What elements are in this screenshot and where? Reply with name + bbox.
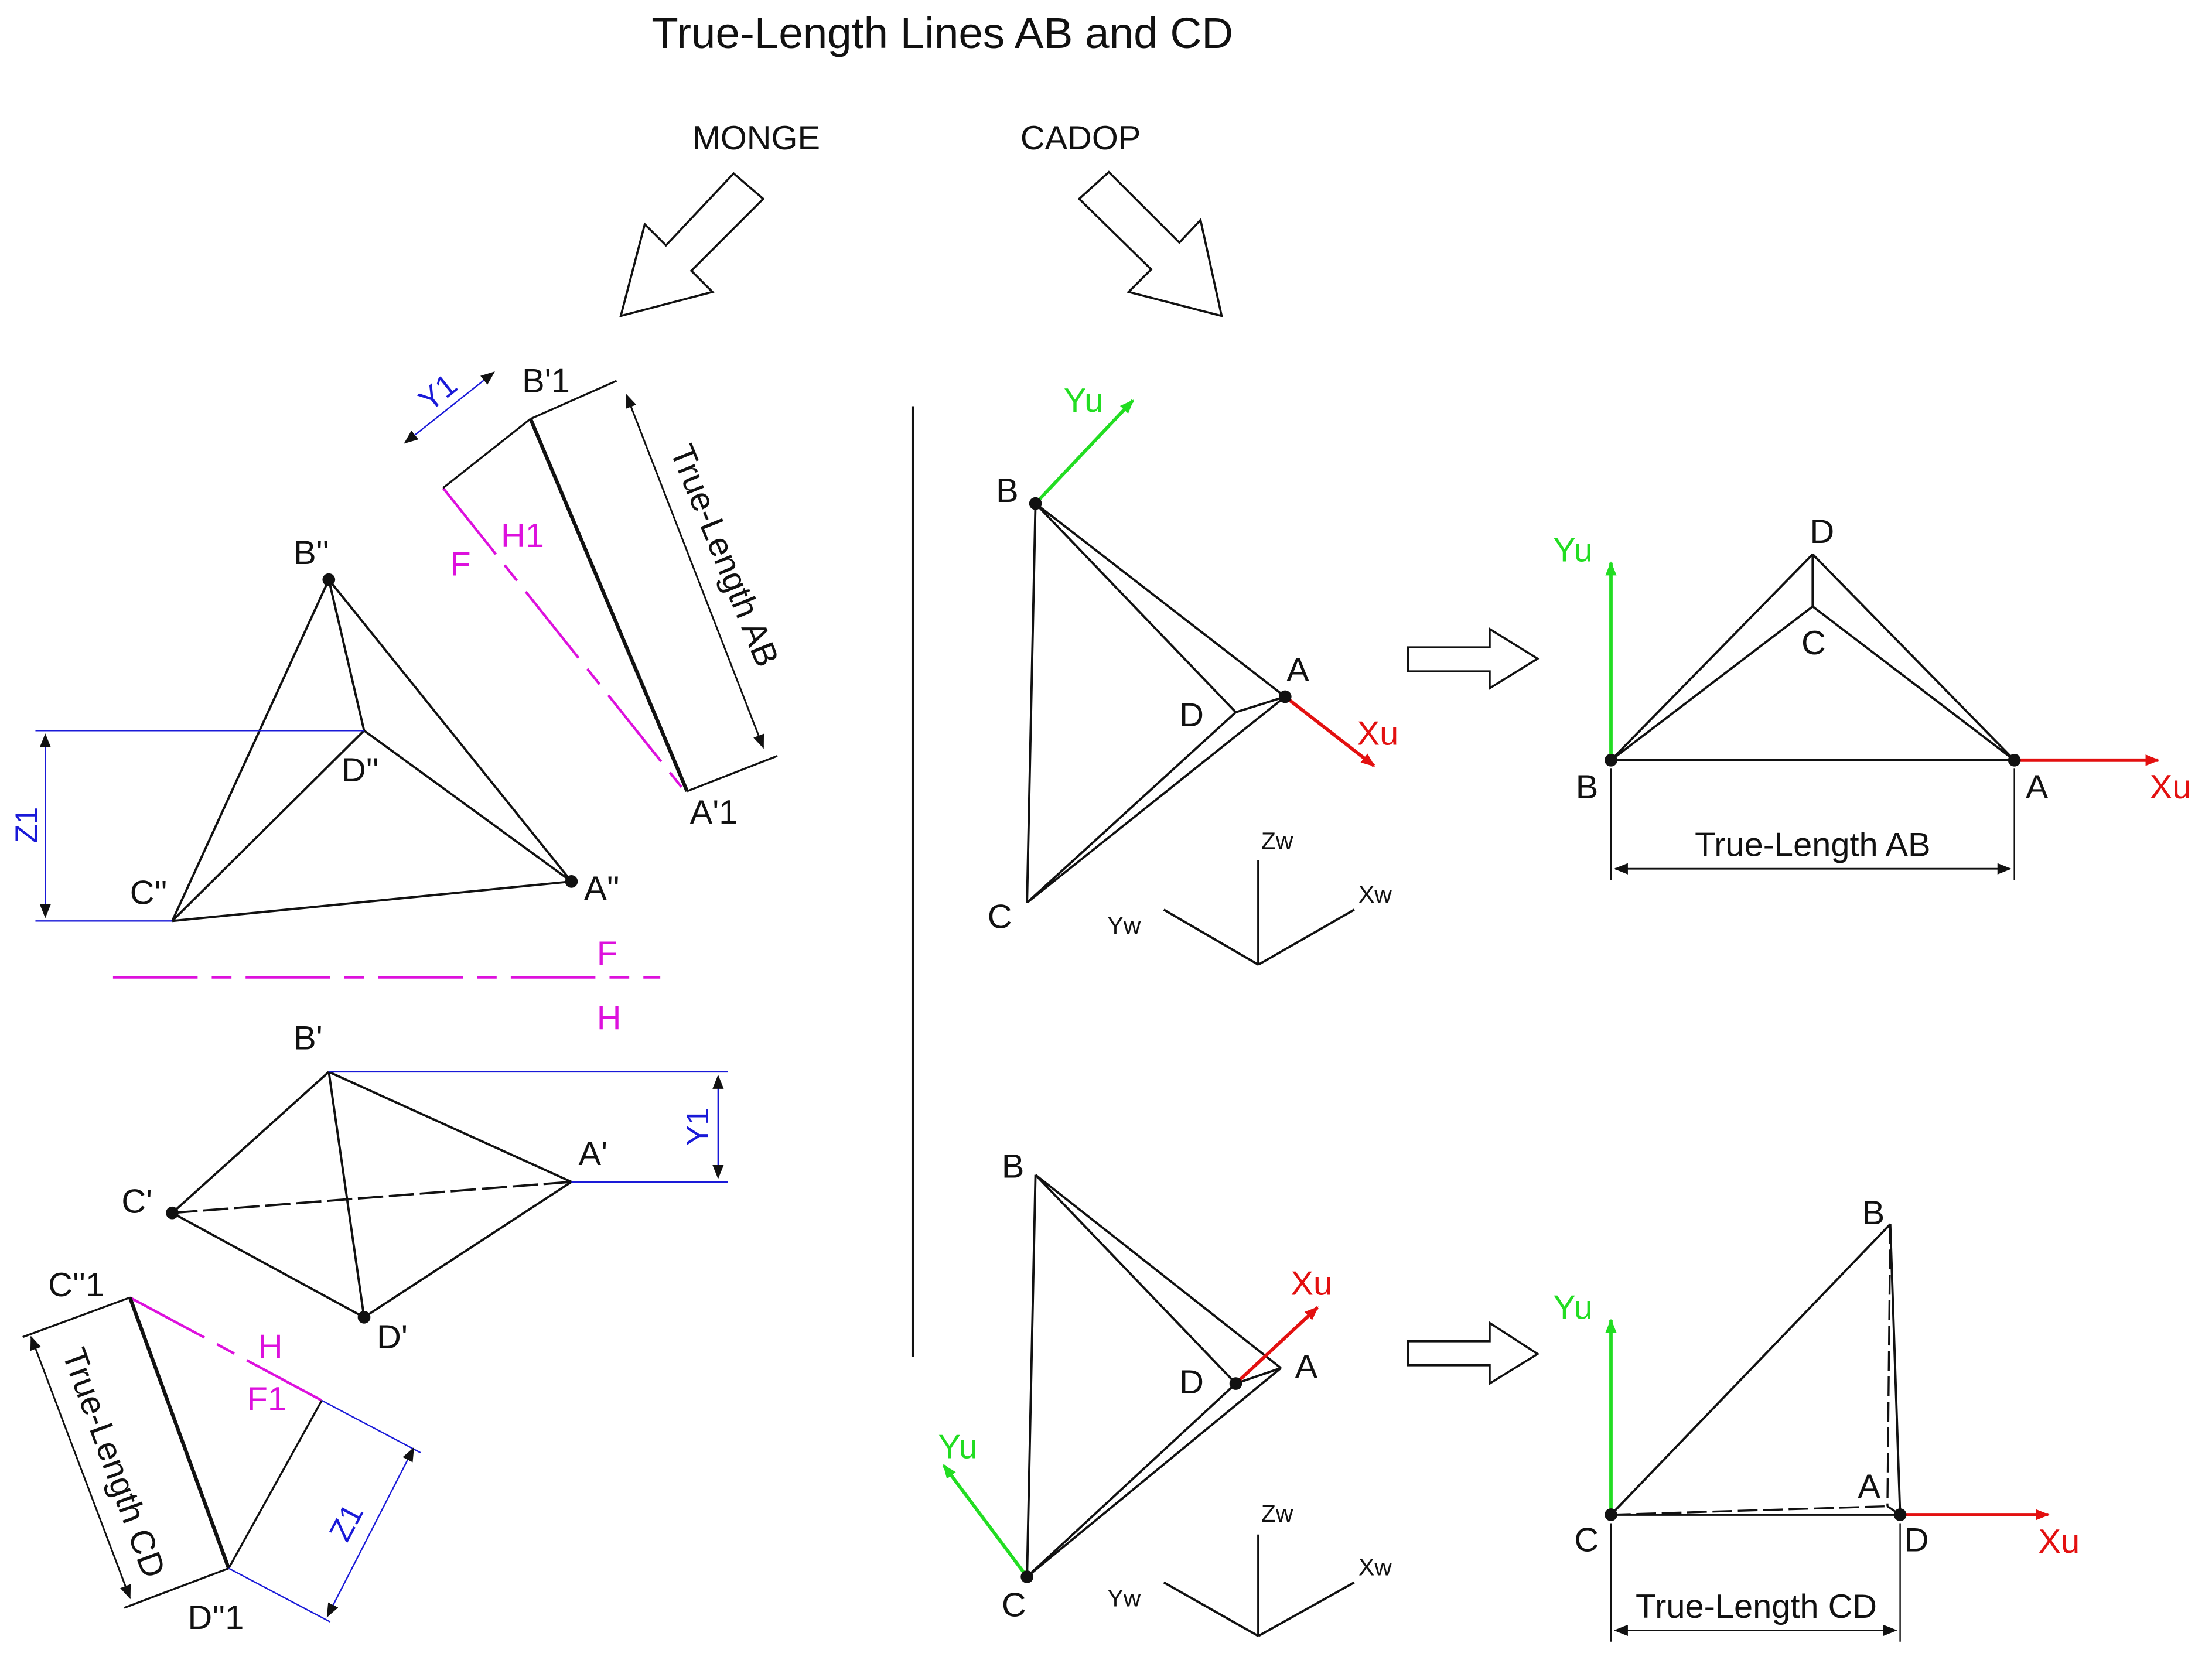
- point-d1-dot-icon: [357, 1311, 371, 1324]
- cadop1-label-a: A: [1286, 651, 1309, 689]
- result-ab: [1605, 553, 2160, 880]
- label-d-frontal: D'': [342, 752, 379, 789]
- cadop2-label-d: D: [1179, 1364, 1204, 1401]
- result2-point-d-dot-icon: [1893, 1508, 1907, 1521]
- label-a-aux1: A'1: [690, 794, 738, 831]
- cadop1-label-c: C: [988, 898, 1012, 935]
- cadop-view-cd: [942, 1174, 1319, 1578]
- label-b-aux1: B'1: [522, 362, 570, 399]
- transition-arrow-2-icon: [1407, 1321, 1540, 1386]
- cadop-view-ab: [1026, 399, 1375, 904]
- world1-label-xw: Xw: [1358, 881, 1392, 908]
- cadop1-label-xu: Xu: [1357, 715, 1399, 752]
- y1-label: Y1: [681, 1108, 715, 1146]
- point-b2-dot-icon: [322, 573, 336, 586]
- cadop2-label-b: B: [1002, 1148, 1025, 1186]
- label-c-aux2: C''1: [48, 1266, 104, 1304]
- label-a-frontal: A'': [584, 870, 620, 907]
- world2-label-yw: Yw: [1107, 1585, 1141, 1612]
- cadop1-label-d: D: [1179, 696, 1204, 734]
- cadop1-point-a-dot-icon: [1278, 690, 1292, 703]
- transition-arrow-1-icon: [1407, 627, 1540, 691]
- y1-dimension: [329, 1071, 728, 1183]
- result1-label-xu: Xu: [2150, 768, 2191, 806]
- cadop-hollow-arrow-icon: [1077, 170, 1223, 317]
- world2-label-zw: Zw: [1261, 1500, 1293, 1527]
- result2-true-length: True-Length CD: [1636, 1588, 1877, 1625]
- result2-label-a: A: [1858, 1468, 1880, 1505]
- cadop-heading: CADOP: [1020, 119, 1141, 157]
- label-h-aux2: H: [258, 1328, 283, 1366]
- cadop2-point-d-dot-icon: [1229, 1377, 1242, 1390]
- result1-label-b: B: [1576, 768, 1599, 806]
- point-a2-dot-icon: [565, 875, 578, 888]
- label-b-frontal: B'': [293, 534, 329, 572]
- result1-point-b-dot-icon: [1605, 753, 1617, 767]
- cadop1-point-b-dot-icon: [1029, 497, 1042, 510]
- result2-point-c-dot-icon: [1605, 1508, 1617, 1521]
- cadop2-point-c-dot-icon: [1020, 1570, 1033, 1583]
- label-d-aux2: D''1: [188, 1599, 244, 1637]
- cadop1-label-b: B: [996, 472, 1019, 510]
- aux-view-cd: [22, 1296, 421, 1623]
- true-length-ab-rotated: True-Length AB: [663, 439, 786, 672]
- result1-label-a: A: [2026, 768, 2049, 806]
- aux-view-ab: [404, 371, 778, 793]
- world1-label-zw: Zw: [1261, 828, 1293, 855]
- z1-label: Z1: [9, 807, 44, 843]
- world1-label-yw: Yw: [1107, 912, 1141, 939]
- result1-true-length: True-Length AB: [1695, 826, 1930, 864]
- label-h1: H1: [501, 517, 544, 555]
- header: True-Length Lines AB and CD MONGE CADOP: [619, 8, 1233, 317]
- fh-label-h: H: [597, 1000, 622, 1037]
- label-a-horizontal: A': [578, 1135, 607, 1173]
- result2-label-yu: Yu: [1553, 1289, 1592, 1326]
- result1-label-c: C: [1801, 624, 1826, 662]
- world-axes-2: [1163, 1534, 1355, 1637]
- monge-hollow-arrow-icon: [619, 172, 765, 317]
- cadop2-label-xu: Xu: [1291, 1265, 1332, 1302]
- result-cd: [1605, 1223, 2050, 1642]
- cadop2-label-a: A: [1295, 1348, 1318, 1385]
- result2-label-c: C: [1574, 1522, 1599, 1559]
- y1-aux-label: Y1: [412, 367, 463, 418]
- monge-heading: MONGE: [692, 119, 820, 157]
- label-b-horizontal: B': [293, 1019, 323, 1057]
- result1-point-a-dot-icon: [2008, 753, 2021, 767]
- fh-label-f: F: [597, 935, 617, 972]
- z1-aux-label: Z1: [323, 1498, 370, 1546]
- label-c-horizontal: C': [121, 1183, 152, 1221]
- cadop2-label-c: C: [1002, 1586, 1026, 1624]
- monge-horizontal-view: [171, 1071, 572, 1319]
- result2-label-b: B: [1862, 1194, 1885, 1232]
- world-axes-1: [1163, 860, 1355, 966]
- z1-dimension: [35, 730, 364, 922]
- monge-frontal-view: [171, 579, 572, 923]
- page-title: True-Length Lines AB and CD: [651, 8, 1233, 57]
- cadop1-label-yu: Yu: [1064, 382, 1103, 419]
- label-f-aux1: F: [450, 545, 470, 583]
- true-length-cd-rotated: True-Length CD: [54, 1343, 172, 1583]
- label-d-horizontal: D': [377, 1319, 408, 1356]
- label-c-frontal: C'': [130, 874, 168, 911]
- result1-label-yu: Yu: [1553, 531, 1592, 569]
- label-f1: F1: [247, 1381, 286, 1418]
- result2-label-xu: Xu: [2039, 1523, 2080, 1560]
- world2-label-xw: Xw: [1358, 1554, 1392, 1581]
- result2-label-d: D: [1904, 1522, 1929, 1559]
- result1-label-d: D: [1810, 513, 1835, 551]
- point-c1-dot-icon: [166, 1206, 179, 1220]
- cadop2-label-yu: Yu: [938, 1429, 977, 1466]
